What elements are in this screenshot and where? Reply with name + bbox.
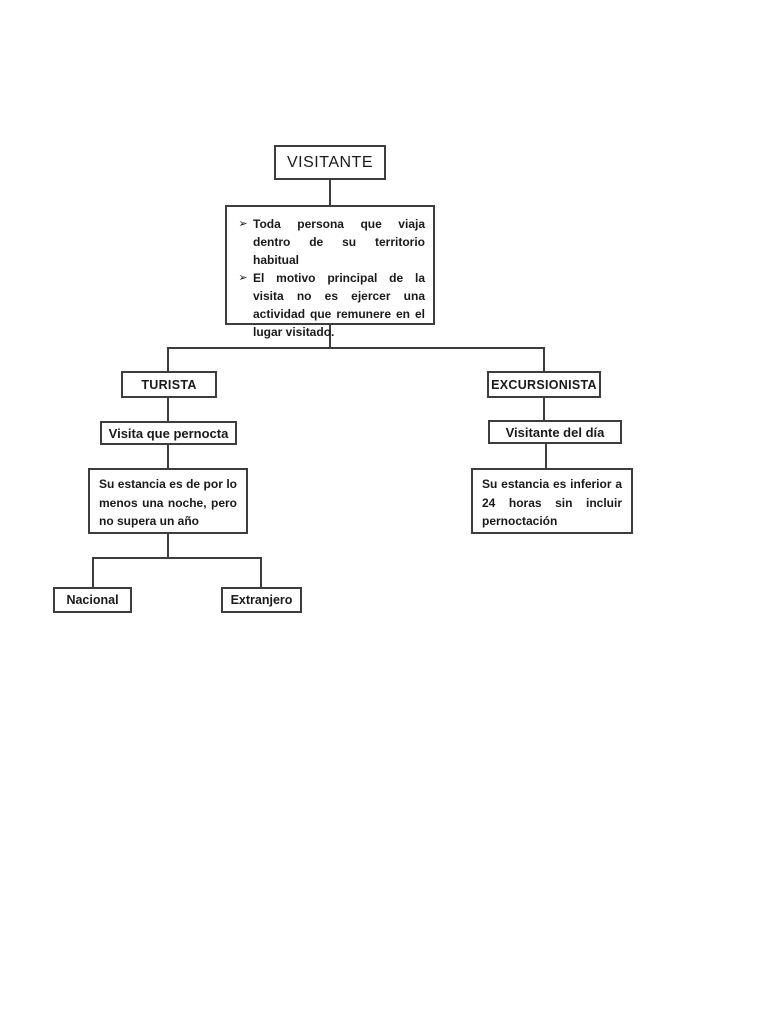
arrow-bullet-icon: ➢ <box>238 272 248 284</box>
connector-desc-split2 <box>167 534 169 557</box>
node-visitante: VISITANTE <box>274 145 386 180</box>
node-excursionista-description: Su estancia es inferior a 24 horas sin i… <box>471 468 633 534</box>
arrow-bullet-icon: ➢ <box>238 218 248 230</box>
node-extranjero-label: Extranjero <box>230 593 293 607</box>
definition-text: Toda persona que viaja dentro de su terr… <box>253 217 425 267</box>
node-visitante-del-dia: Visitante del día <box>488 420 622 444</box>
node-visitante-definition: ➢ Toda persona que viaja dentro de su te… <box>225 205 435 339</box>
connector-excursionista-dia <box>543 398 545 420</box>
connector-split-turista <box>167 349 169 371</box>
connector-split2-nacional <box>92 559 94 587</box>
node-turista-description: Su estancia es de por lo menos una noche… <box>88 468 248 534</box>
connector-split-horizontal <box>167 347 545 349</box>
node-visita-que-pernocta: Visita que pernocta <box>100 421 237 445</box>
connector-definition-split <box>329 325 331 347</box>
connector-split2-horizontal <box>92 557 262 559</box>
definition-bullet-item: ➢ El motivo principal de la visita no es… <box>233 269 425 341</box>
node-visitante-label: VISITANTE <box>287 153 373 171</box>
node-nacional: Nacional <box>53 587 132 613</box>
node-extranjero: Extranjero <box>221 587 302 613</box>
node-visita-que-pernocta-label: Visita que pernocta <box>108 425 229 441</box>
node-excursionista-description-text: Su estancia es inferior a 24 horas sin i… <box>482 477 622 528</box>
node-excursionista-label: EXCURSIONISTA <box>491 377 597 392</box>
connector-pernocta-desc <box>167 445 169 468</box>
node-excursionista: EXCURSIONISTA <box>487 371 601 398</box>
connector-split2-extranjero <box>260 559 262 587</box>
connector-visitante-definition <box>329 180 331 205</box>
definition-bullet-item: ➢ Toda persona que viaja dentro de su te… <box>233 215 425 269</box>
node-turista-description-text: Su estancia es de por lo menos una noche… <box>99 477 237 528</box>
node-visitante-del-dia-label: Visitante del día <box>505 424 605 440</box>
node-nacional-label: Nacional <box>66 593 119 607</box>
connector-turista-pernocta <box>167 398 169 421</box>
connector-split-excursionista <box>543 349 545 371</box>
node-turista-label: TURISTA <box>141 377 197 392</box>
node-turista: TURISTA <box>121 371 217 398</box>
connector-dia-desc <box>545 444 547 468</box>
definition-text: El motivo principal de la visita no es e… <box>253 271 425 339</box>
